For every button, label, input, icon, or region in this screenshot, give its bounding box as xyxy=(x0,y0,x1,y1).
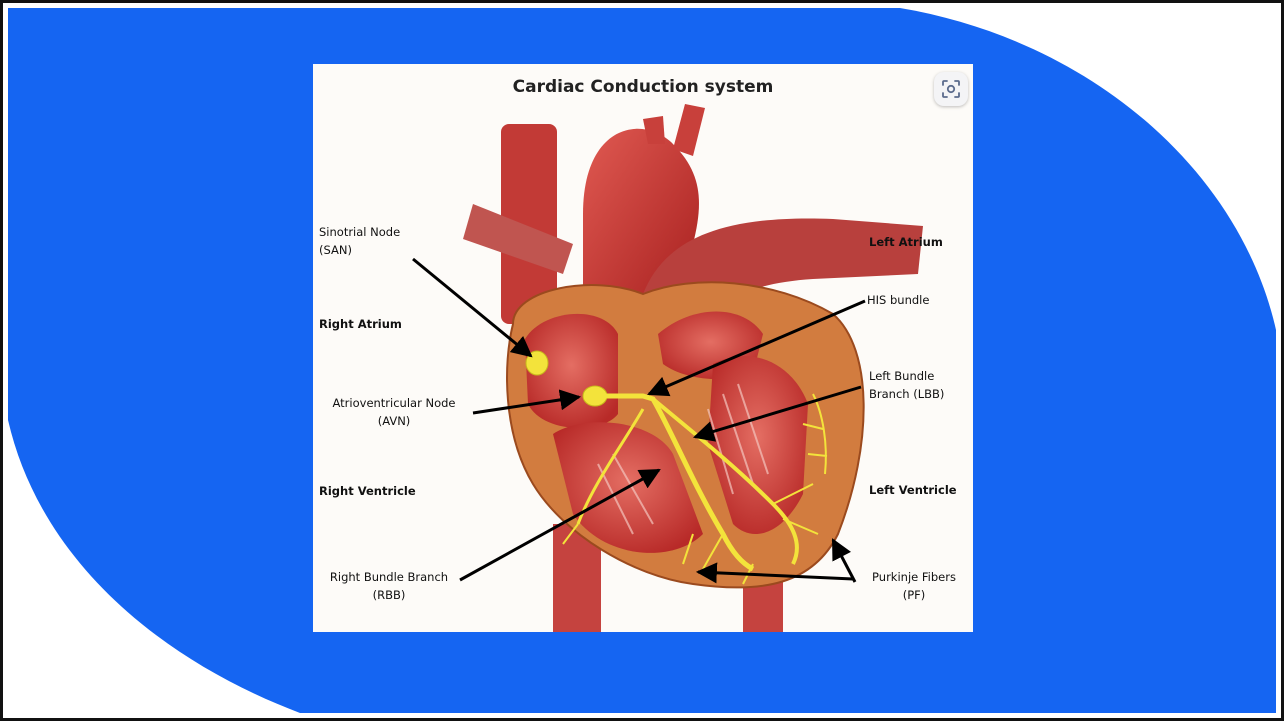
label-lbb-line1: Left Bundle xyxy=(869,367,944,385)
diagram-panel: Cardiac Conduction system Sinotrial Node… xyxy=(313,64,973,632)
label-his-bundle: HIS bundle xyxy=(867,291,929,309)
label-avn-line2: (AVN) xyxy=(319,412,469,430)
label-pf-line1: Purkinje Fibers xyxy=(859,568,969,586)
label-pf-line2: (PF) xyxy=(859,586,969,604)
heart-illustration xyxy=(313,64,973,632)
label-lbb-line2: Branch (LBB) xyxy=(869,385,944,403)
label-rbb-line1: Right Bundle Branch xyxy=(319,568,459,586)
label-rbb: Right Bundle Branch (RBB) xyxy=(319,568,459,604)
diagram-title: Cardiac Conduction system xyxy=(313,77,973,97)
arrow-pf-2 xyxy=(833,540,855,582)
label-san-line1: Sinotrial Node xyxy=(319,223,400,241)
label-san: Sinotrial Node (SAN) xyxy=(319,223,400,259)
label-left-ventricle: Left Ventricle xyxy=(869,481,957,499)
image-search-icon xyxy=(941,79,961,99)
label-lbb: Left Bundle Branch (LBB) xyxy=(869,367,944,403)
label-rbb-line2: (RBB) xyxy=(319,586,459,604)
label-left-atrium: Left Atrium xyxy=(869,233,943,251)
label-san-line2: (SAN) xyxy=(319,241,400,259)
label-avn-line1: Atrioventricular Node xyxy=(319,394,469,412)
label-right-ventricle: Right Ventricle xyxy=(319,482,416,500)
label-pf: Purkinje Fibers (PF) xyxy=(859,568,969,604)
image-search-button[interactable] xyxy=(934,72,968,106)
label-avn: Atrioventricular Node (AVN) xyxy=(319,394,469,430)
label-right-atrium: Right Atrium xyxy=(319,315,402,333)
